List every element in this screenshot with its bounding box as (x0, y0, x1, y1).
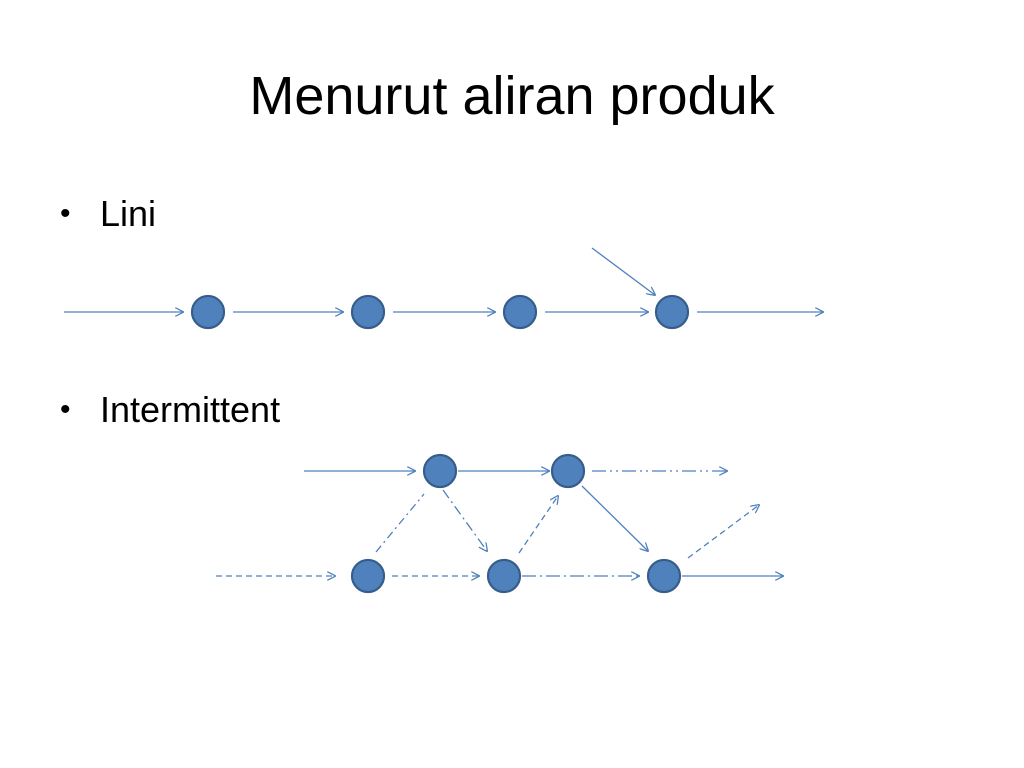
int-node-bottom-1 (350, 558, 386, 594)
bullet-intermittent-label: Intermittent (100, 389, 281, 430)
lini-node-1 (190, 294, 226, 330)
intermittent-flow (216, 471, 783, 576)
int-diag-b3-out (687, 505, 759, 559)
lini-node-4 (654, 294, 690, 330)
lini-arrow-side-in (591, 247, 655, 295)
int-diag-t1-b2 (442, 489, 487, 551)
bullet-lini-label: Lini (100, 193, 157, 234)
intermittent-nodes (350, 453, 682, 594)
lini-flow (64, 247, 823, 312)
int-node-top-1 (422, 453, 458, 489)
slide-title: Menurut aliran produk (249, 66, 775, 126)
lini-node-2 (350, 294, 386, 330)
int-diag-b1-t1 (375, 493, 425, 553)
lini-node-3 (502, 294, 538, 330)
int-node-top-2 (550, 453, 586, 489)
bullet-icon: • (60, 197, 71, 230)
bullet-lini: • Lini (60, 192, 156, 236)
int-diag-t2-b3 (581, 485, 648, 551)
int-node-bottom-2 (486, 558, 522, 594)
lini-nodes (190, 294, 690, 330)
int-node-bottom-3 (646, 558, 682, 594)
int-diag-b2-t2 (518, 496, 558, 554)
bullet-intermittent: • Intermittent (60, 388, 280, 432)
bullet-icon: • (60, 393, 71, 426)
